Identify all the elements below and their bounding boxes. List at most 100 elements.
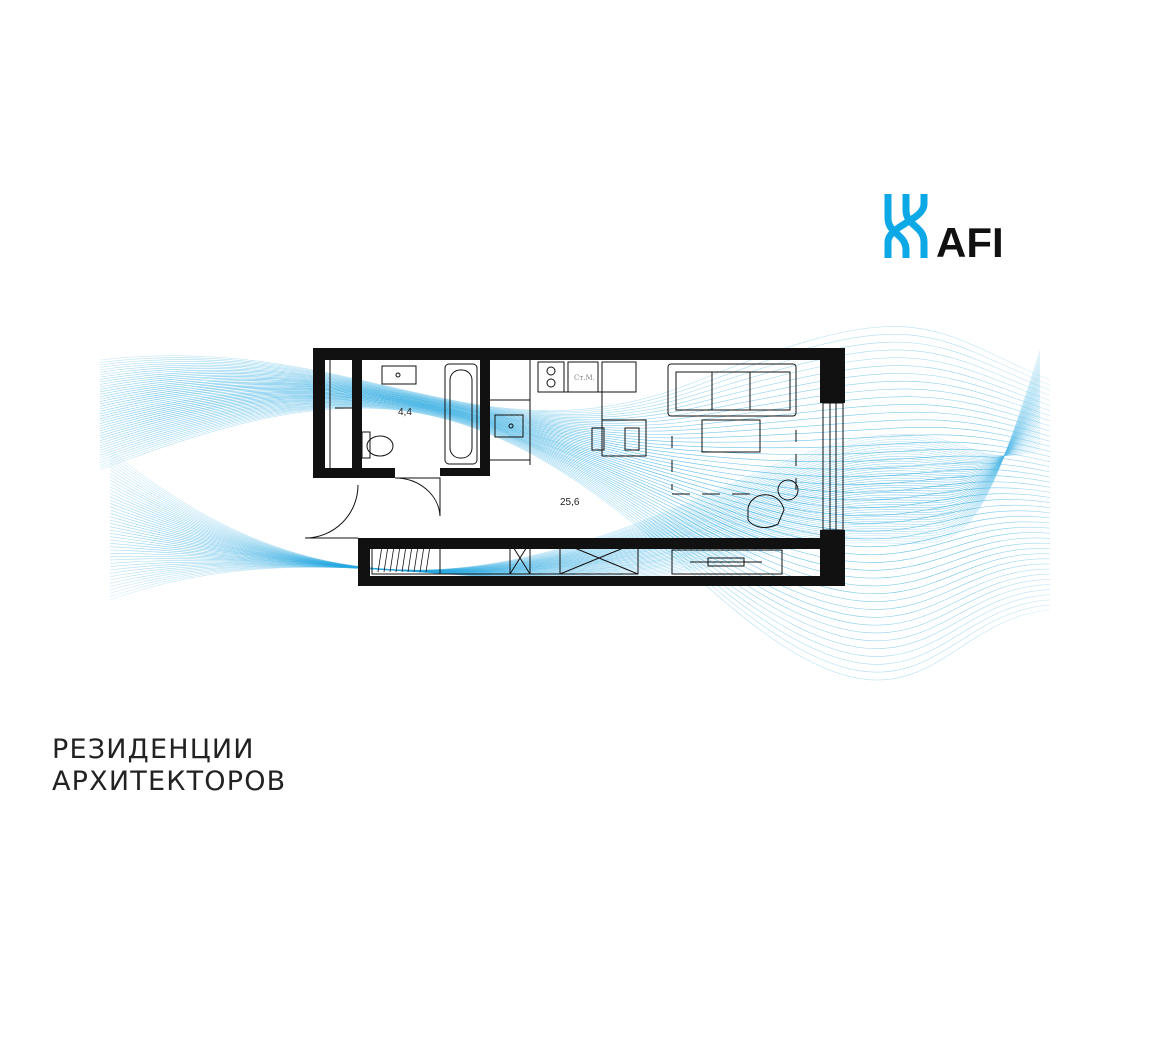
- wave-line-a: [99, 349, 1051, 415]
- wave-line-a: [99, 384, 1051, 473]
- wave-line-b: [109, 425, 1041, 571]
- wave-line-a: [99, 376, 1051, 442]
- wave-line-b: [109, 356, 1041, 591]
- wave-line-b: [109, 436, 1041, 571]
- wave-line-a: [99, 405, 1051, 657]
- wave-line-a: [99, 390, 1051, 509]
- wave-line-a: [99, 394, 1051, 540]
- wardrobe-hanger-line: [425, 545, 431, 573]
- floor-plan: Ст.М.: [304, 348, 845, 586]
- afi-logo: AFI: [884, 194, 1004, 265]
- wave-line-b: [109, 349, 1041, 601]
- wave-line-a: [99, 377, 1051, 447]
- wave-line-b: [109, 440, 1041, 571]
- bathroom-area-label: 4,4: [398, 407, 412, 418]
- wave-line-b: [109, 354, 1041, 594]
- wardrobe-hanger-line: [383, 545, 389, 573]
- living-room-area-label: 25,6: [560, 497, 580, 508]
- appliance-label: Ст.М.: [574, 374, 595, 382]
- wave-line-a: [99, 381, 1051, 463]
- bathtub: [444, 363, 478, 465]
- wardrobe-hanger-line: [395, 545, 401, 573]
- wave-line-a: [99, 371, 1051, 427]
- kitchen-sink: [494, 414, 524, 438]
- wave-line-a: [99, 399, 1051, 587]
- wave-line-b: [109, 434, 1041, 571]
- wave-line-b: [109, 385, 1041, 573]
- wave-line-a: [99, 387, 1051, 493]
- wardrobe-hanger-line: [389, 545, 395, 573]
- wave-line-b: [109, 436, 1041, 571]
- sink-drain: [395, 372, 401, 378]
- outer-walls: [313, 348, 845, 586]
- wave-line-a: [99, 334, 1051, 413]
- wave-line-a: [99, 341, 1051, 414]
- wave-line-a: [99, 383, 1051, 468]
- wave-line-a: [99, 392, 1051, 524]
- toilet: [366, 435, 394, 457]
- entrance-door-swing: [304, 484, 359, 539]
- wardrobe-hanger-line: [401, 545, 407, 573]
- afi-logo-text: AFI: [936, 219, 1004, 265]
- wave-line-a: [99, 399, 1051, 594]
- wave-line-b: [109, 431, 1041, 571]
- wave-line-b: [109, 407, 1041, 572]
- wave-line-b: [109, 434, 1041, 571]
- wave-line-a: [99, 401, 1051, 610]
- wave-line-a: [99, 404, 1051, 642]
- wave-line-a: [99, 407, 1051, 673]
- title-line-1: РЕЗИДЕНЦИИ: [52, 734, 255, 765]
- wardrobe-hanger-line: [377, 545, 383, 573]
- bathroom-door-swing: [394, 477, 441, 517]
- wave-line-b: [109, 420, 1041, 572]
- wave-line-a: [99, 405, 1051, 649]
- wave-line-a: [99, 388, 1051, 501]
- wave-line-b: [109, 438, 1041, 571]
- wave-line-b: [109, 416, 1041, 572]
- wardrobe-hanger-line: [413, 545, 419, 573]
- wave-line-a: [99, 396, 1051, 563]
- wave-line-a: [99, 368, 1051, 422]
- wave-line-b: [109, 409, 1041, 572]
- dining-table: [601, 419, 647, 457]
- wardrobe-hanger-line: [419, 545, 425, 573]
- bathroom-sink: [381, 365, 417, 385]
- wave-line-b: [109, 429, 1041, 571]
- wave-line-b: [109, 423, 1041, 571]
- wardrobe-hanger-line: [407, 545, 413, 573]
- wave-line-a: [99, 379, 1051, 452]
- wave-line-b: [109, 412, 1041, 572]
- wave-line-a: [99, 391, 1051, 516]
- wave-line-b: [109, 418, 1041, 572]
- wave-line-a: [99, 380, 1051, 457]
- wave-line-b: [109, 363, 1041, 581]
- wave-line-a: [99, 364, 1051, 418]
- armchair: [747, 494, 785, 528]
- coffee-table: [701, 419, 761, 453]
- wave-line-a: [99, 400, 1051, 602]
- afi-logo-mark: [884, 194, 928, 258]
- wave-line-a: [99, 402, 1051, 618]
- tv-unit: [671, 549, 783, 575]
- wave-line-b: [109, 441, 1041, 571]
- wave-line-a: [99, 397, 1051, 571]
- floor-lamp: [777, 479, 799, 501]
- wave-line-a: [99, 385, 1051, 478]
- wave-line-a: [99, 326, 1051, 411]
- wave-line-a: [99, 398, 1051, 579]
- project-title: РЕЗИДЕНЦИИ АРХИТЕКТОРОВ: [52, 734, 286, 798]
- wave-line-b: [109, 361, 1041, 584]
- wave-line-b: [109, 414, 1041, 572]
- wave-line-b: [109, 427, 1041, 571]
- wave-line-a: [99, 395, 1051, 555]
- title-line-2: АРХИТЕКТОРОВ: [52, 766, 287, 797]
- wave-line-a: [99, 393, 1051, 532]
- wave-line-a: [99, 357, 1051, 417]
- wave-line-a: [99, 406, 1051, 665]
- wave-line-a: [99, 366, 1051, 420]
- sofa: [667, 363, 797, 417]
- wave-line-a: [99, 369, 1051, 424]
- wave-line-b: [109, 438, 1041, 571]
- window: [822, 402, 844, 531]
